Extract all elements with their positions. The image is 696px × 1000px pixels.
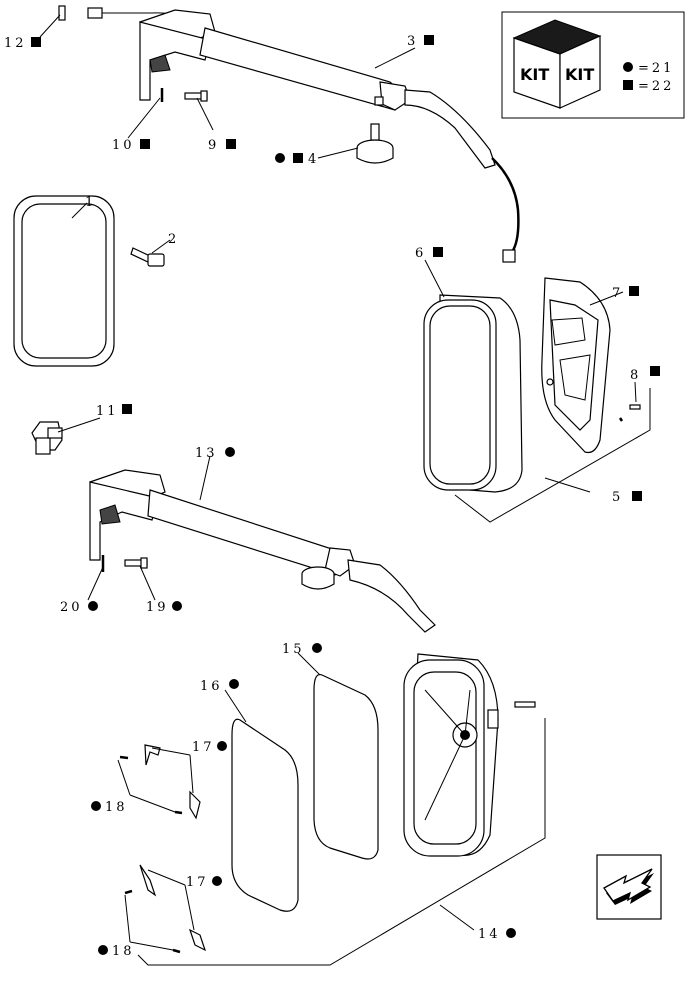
callout-4: 4 xyxy=(275,152,319,167)
kit-text-left: KIT xyxy=(520,65,549,84)
part-1-mirror-frame xyxy=(13,195,115,367)
circle-marker-icon xyxy=(88,601,98,611)
callout-18-upper: 18 xyxy=(91,800,128,815)
svg-text:20: 20 xyxy=(60,600,83,615)
square-marker-icon xyxy=(623,80,633,90)
callout-20: 20 xyxy=(60,600,98,615)
callout-9: 9 xyxy=(208,138,236,153)
svg-text:6: 6 xyxy=(415,246,426,261)
circle-marker-icon xyxy=(312,643,322,653)
circle-marker-icon xyxy=(212,876,222,886)
square-marker-icon xyxy=(293,153,303,163)
svg-text:16: 16 xyxy=(200,679,223,694)
svg-text:2: 2 xyxy=(168,232,179,247)
callout-15: 15 xyxy=(282,642,322,657)
part-5-leader xyxy=(454,388,651,523)
callout-14: 14 xyxy=(478,927,516,942)
part-6-mirror-head xyxy=(423,294,523,493)
circle-marker-icon xyxy=(623,62,633,72)
svg-text:5: 5 xyxy=(612,490,623,505)
part-3-upper-arm xyxy=(138,9,520,263)
svg-text:11: 11 xyxy=(96,404,119,419)
square-marker-icon xyxy=(433,247,443,257)
callout-12: 12 xyxy=(4,36,41,51)
part-4-knob xyxy=(356,123,394,164)
square-marker-icon xyxy=(650,366,660,376)
part-19-bolt xyxy=(124,557,148,569)
svg-text:14: 14 xyxy=(478,927,501,942)
square-marker-icon xyxy=(226,139,236,149)
callout-1: 1 xyxy=(85,195,96,210)
svg-text:4: 4 xyxy=(308,152,319,167)
circle-marker-icon xyxy=(217,741,227,751)
part-14-mirror-head xyxy=(403,653,536,857)
svg-text:1: 1 xyxy=(85,195,96,210)
kit-box-icon: KIT KIT xyxy=(512,19,602,109)
callout-labels: 12 3 10 9 4 1 2 6 7 xyxy=(4,34,660,959)
square-marker-icon xyxy=(424,35,434,45)
part-16-glass xyxy=(231,718,299,912)
callout-10: 10 xyxy=(112,138,150,153)
svg-text:13: 13 xyxy=(195,446,218,461)
part-8-screw xyxy=(618,404,641,422)
svg-text:19: 19 xyxy=(146,600,169,615)
part-2-bolt xyxy=(130,247,165,267)
svg-text:9: 9 xyxy=(208,138,219,153)
square-marker-icon xyxy=(632,491,642,501)
next-page-arrow-icon[interactable] xyxy=(596,854,662,920)
svg-text:18: 18 xyxy=(112,944,135,959)
circle-marker-icon xyxy=(506,928,516,938)
callout-2: 2 xyxy=(168,232,179,247)
callout-16: 16 xyxy=(200,679,239,694)
svg-text:8: 8 xyxy=(630,368,641,383)
svg-text:17: 17 xyxy=(192,740,215,755)
part-17-clip-lower xyxy=(124,864,207,954)
svg-text:7: 7 xyxy=(612,286,623,301)
circle-marker-icon xyxy=(172,601,182,611)
callout-19: 19 xyxy=(146,600,182,615)
circle-marker-icon xyxy=(91,801,101,811)
kit-legend: KIT KIT =21 =22 xyxy=(501,11,685,119)
svg-text:15: 15 xyxy=(282,642,305,657)
part-13-lower-arm xyxy=(89,469,436,633)
circle-marker-icon xyxy=(275,153,285,163)
svg-text:17: 17 xyxy=(186,875,209,890)
callout-8: 8 xyxy=(630,366,660,383)
circle-marker-icon xyxy=(225,447,235,457)
legend-circle-value: =21 xyxy=(638,61,674,76)
callout-11: 11 xyxy=(96,404,132,419)
callout-13: 13 xyxy=(195,446,235,461)
callout-17-lower: 17 xyxy=(186,875,222,890)
circle-marker-icon xyxy=(98,945,108,955)
svg-text:10: 10 xyxy=(112,138,135,153)
callout-5: 5 xyxy=(612,490,642,505)
square-marker-icon xyxy=(140,139,150,149)
square-marker-icon xyxy=(629,286,639,296)
svg-text:12: 12 xyxy=(4,36,27,51)
callout-6: 6 xyxy=(415,246,443,261)
part-7-back-cover xyxy=(541,277,611,454)
leader-lines xyxy=(39,14,637,951)
part-9-bolt xyxy=(184,90,208,102)
part-14-leader xyxy=(137,718,546,966)
svg-text:18: 18 xyxy=(105,800,128,815)
callout-17-upper: 17 xyxy=(192,740,227,755)
square-marker-icon xyxy=(122,404,132,414)
part-11-connector xyxy=(31,421,63,455)
kit-text-right: KIT xyxy=(565,65,594,84)
legend-square-value: =22 xyxy=(638,79,674,94)
callout-7: 7 xyxy=(612,286,639,301)
callout-18-lower: 18 xyxy=(98,944,135,959)
part-17-clip-upper xyxy=(119,744,201,820)
callout-3: 3 xyxy=(407,34,434,49)
circle-marker-icon xyxy=(229,679,239,689)
svg-text:3: 3 xyxy=(407,34,418,49)
part-15-glass xyxy=(313,673,379,860)
square-marker-icon xyxy=(31,37,41,47)
